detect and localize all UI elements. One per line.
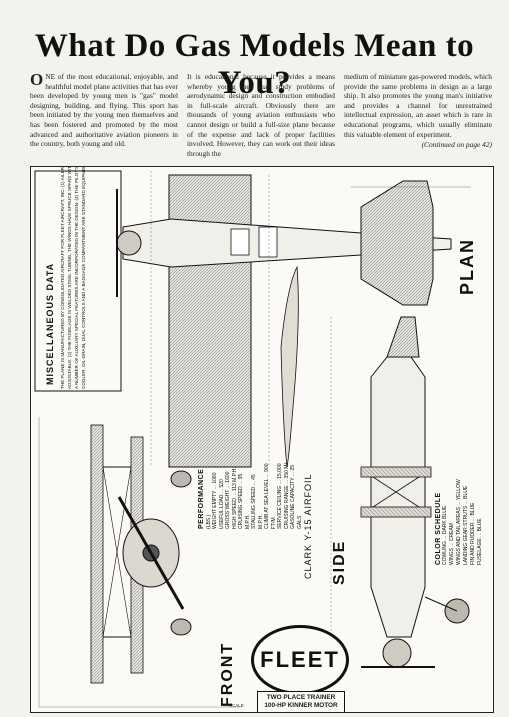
plan-label: PLAN xyxy=(457,238,477,295)
performance-row: GASOLINE CAPACITY ... 25 GALS xyxy=(290,464,303,529)
color-schedule: COLOR SCHEDULE COWLING ... DARK BLUE WIN… xyxy=(435,469,484,565)
side-engine xyxy=(382,638,412,668)
plan-cockpit-rear xyxy=(258,226,278,258)
front-label: FRONT xyxy=(219,641,236,707)
performance-row: CLIMB AT SEA LEVEL ... 900 FT/M xyxy=(264,463,277,530)
plan-cockpit-front xyxy=(230,228,250,256)
plan-wing xyxy=(168,174,252,468)
performance-row: SERVICE CEILING ... 15,000 xyxy=(277,463,283,530)
front-upper-wing xyxy=(90,424,104,684)
column-2-text: It is educational because it provides a … xyxy=(187,72,335,158)
plan-stabilizer xyxy=(360,180,434,306)
performance-row: WEIGHT EMPTY ... 1080 xyxy=(212,472,218,530)
page-headline: What Do Gas Models Mean to You? xyxy=(34,28,475,101)
airfoil-label: CLARK Y-15 AIRFOIL xyxy=(303,473,313,579)
front-propeller xyxy=(117,496,185,610)
performance-title: PERFORMANCE xyxy=(198,468,205,529)
front-wheel-right xyxy=(170,618,192,636)
performance-row: GROSS WEIGHT ... 1600 xyxy=(225,471,231,529)
performance-table: PERFORMANCE (LBS.) WEIGHT EMPTY ... 1080… xyxy=(198,461,303,530)
performance-row: CRUISING SPEED ... 95 M.P.H. xyxy=(238,473,251,529)
misc-data-box xyxy=(34,170,122,392)
continued-note: (Continued on page 42) xyxy=(421,140,492,150)
blueprint-plate: MISCELLANEOUS DATA THE PLANE IS MANUFACT… xyxy=(30,166,494,713)
plan-engine xyxy=(116,230,142,256)
side-rudder xyxy=(386,316,420,358)
side-fuselage xyxy=(370,356,426,638)
front-wheel-left xyxy=(170,470,192,488)
performance-row: STALLING SPEED ... 45 M.P.H. xyxy=(251,474,264,529)
misc-data-body: THE PLANE IS MANUFACTURED BY CONSOLIDATE… xyxy=(60,166,86,389)
column-3-text: medium of miniature gas-powered models, … xyxy=(344,72,492,139)
airfoil-section xyxy=(280,265,299,468)
trainer-line-1: TWO PLACE TRAINER xyxy=(266,694,336,701)
color-row: COWLING ... DARK BLUE xyxy=(442,505,448,565)
color-row: WINGS AND TAIL AREAS ... YELLOW xyxy=(456,479,462,565)
side-label: SIDE xyxy=(331,539,348,585)
scale-label: SCALE xyxy=(229,703,244,708)
column-1-text: NE of the most educational, enjoyable, a… xyxy=(30,72,178,149)
color-row: WINGS ... CREAM xyxy=(449,523,455,565)
plan-view xyxy=(116,171,471,468)
side-lower-wing xyxy=(360,466,432,478)
fleet-logo: FLEET xyxy=(251,625,349,695)
color-schedule-title: COLOR SCHEDULE xyxy=(435,492,442,565)
front-view xyxy=(90,424,192,684)
color-row: FUSELAGE ... BLUE xyxy=(477,518,483,565)
misc-data-title: MISCELLANEOUS DATA xyxy=(45,262,55,385)
article-column-2: It is educational because it provides a … xyxy=(187,72,335,158)
color-row: FIN AND RUDDER ... BLUE xyxy=(470,502,476,565)
plan-fuselage xyxy=(122,218,452,268)
color-row: LANDING GEAR STRUTS ... BLUE xyxy=(463,485,469,565)
trainer-line-2: 100-HP KINNER MOTOR xyxy=(264,702,338,709)
side-view xyxy=(330,316,470,668)
article-column-3: medium of miniature gas-powered models, … xyxy=(344,72,492,158)
trainer-caption: TWO PLACE TRAINER 100-HP KINNER MOTOR xyxy=(257,691,345,712)
drop-cap: O xyxy=(30,70,44,89)
aircraft-drawings xyxy=(34,170,471,708)
side-upper-wing xyxy=(360,506,432,518)
